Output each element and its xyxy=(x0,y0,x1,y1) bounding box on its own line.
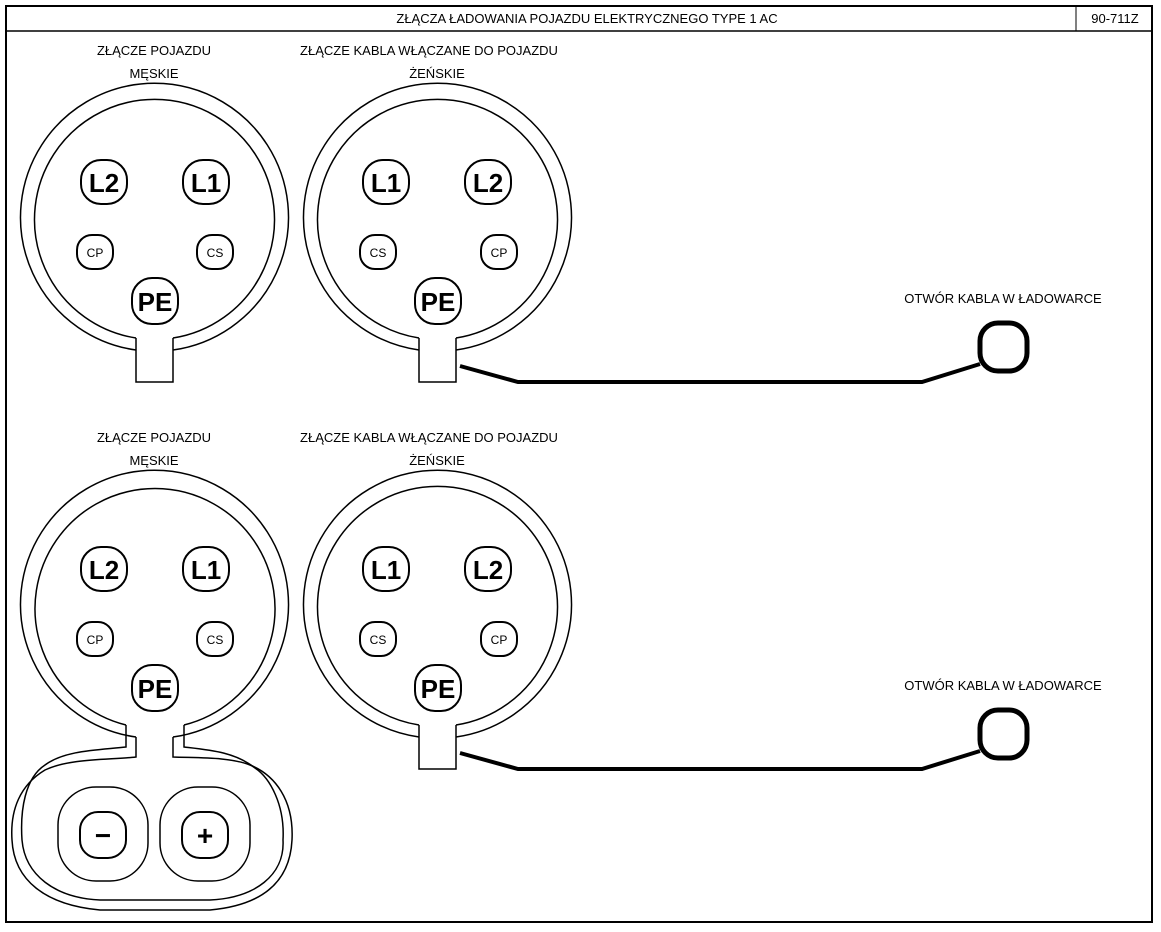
pin-pe xyxy=(414,277,462,325)
pin-l2-label: L2 xyxy=(89,168,119,198)
charging-cable xyxy=(459,749,981,771)
diagram-title: ZŁĄCZA ŁADOWANIA POJAZDU ELEKTRYCZNEGO T… xyxy=(396,11,777,26)
dc-pins: − + xyxy=(57,786,251,882)
pin-cs xyxy=(196,234,234,270)
cable-connector-latch xyxy=(418,725,457,770)
cable-pins: L1 L2 CS CP PE xyxy=(359,546,518,712)
pin-l1-label: L1 xyxy=(371,555,401,585)
pin-cp xyxy=(76,234,114,270)
pin-pe xyxy=(131,664,179,712)
pin-cs xyxy=(196,621,234,657)
pin-pe-label: PE xyxy=(421,674,456,704)
pin-cs-label: CS xyxy=(370,633,387,647)
pin-l1-label: L1 xyxy=(191,168,221,198)
cable-connector-inner-ring xyxy=(316,485,559,726)
pin-l2 xyxy=(464,546,512,592)
cable-connector xyxy=(302,82,573,383)
pin-cs xyxy=(359,621,397,657)
dc-minus-pin xyxy=(79,811,127,859)
pin-cp-label: CP xyxy=(87,633,104,647)
dc-minus-label: − xyxy=(95,820,111,851)
vehicle-connector-outer-ring xyxy=(19,82,290,351)
vehicle-connector xyxy=(19,82,290,383)
pin-pe-label: PE xyxy=(421,287,456,317)
diagram-frame xyxy=(5,5,1153,923)
cable-connector-subtitle: ŻEŃSKIE xyxy=(409,66,465,81)
pin-l1-label: L1 xyxy=(371,168,401,198)
pin-l2-label: L2 xyxy=(89,555,119,585)
section-combo: ZŁĄCZE POJAZDU MĘSKIE ZŁĄCZE KABLA WŁĄCZ… xyxy=(11,430,1102,911)
pin-l1 xyxy=(362,546,410,592)
vehicle-connector-title: ZŁĄCZE POJAZDU xyxy=(97,43,211,58)
pin-l2-label: L2 xyxy=(473,168,503,198)
cable-connector-subtitle: ŻEŃSKIE xyxy=(409,453,465,468)
vehicle-connector-title: ZŁĄCZE POJAZDU xyxy=(97,430,211,445)
combo-neck-inner xyxy=(20,725,284,901)
vehicle-pins: L2 L1 CP CS PE xyxy=(76,546,234,712)
pin-l2 xyxy=(80,546,128,592)
cable-connector-inner-ring xyxy=(316,98,559,339)
vehicle-connector-inner-ring xyxy=(33,98,276,339)
vehicle-connector-outer-ring xyxy=(19,469,290,738)
pin-cp xyxy=(480,234,518,270)
pin-pe xyxy=(414,664,462,712)
pin-pe-label: PE xyxy=(138,674,173,704)
pin-pe xyxy=(131,277,179,325)
charger-outlet-label: OTWÓR KABLA W ŁADOWARCE xyxy=(904,678,1102,693)
pin-l2 xyxy=(80,159,128,205)
dc-plus-socket xyxy=(159,786,251,882)
charger-outlet xyxy=(977,707,1030,761)
cable-pins: L1 L2 CS CP PE xyxy=(359,159,518,325)
pin-l1 xyxy=(182,159,230,205)
pin-l1 xyxy=(182,546,230,592)
pin-pe-label: PE xyxy=(138,287,173,317)
pin-l2-label: L2 xyxy=(473,555,503,585)
cable-connector xyxy=(302,469,573,770)
vehicle-pins: L2 L1 CP CS PE xyxy=(76,159,234,325)
cable-connector-title: ZŁĄCZE KABLA WŁĄCZANE DO POJAZDU xyxy=(300,43,558,58)
cable-connector-outer-ring xyxy=(302,469,573,738)
pin-l1 xyxy=(362,159,410,205)
pin-cp-label: CP xyxy=(491,633,508,647)
pin-cp xyxy=(76,621,114,657)
section-ac: ZŁĄCZE POJAZDU MĘSKIE ZŁĄCZE KABLA WŁĄCZ… xyxy=(19,43,1102,384)
pin-l1-label: L1 xyxy=(191,555,221,585)
cable-connector-latch xyxy=(418,338,457,383)
charger-outlet xyxy=(977,320,1030,374)
pin-cp xyxy=(480,621,518,657)
charger-outlet-label: OTWÓR KABLA W ŁADOWARCE xyxy=(904,291,1102,306)
pin-cp-label: CP xyxy=(491,246,508,260)
dc-plus-label: + xyxy=(197,820,213,851)
pin-cs xyxy=(359,234,397,270)
dc-plus-pin xyxy=(181,811,229,859)
vehicle-combo-connector xyxy=(11,469,293,911)
charging-cable xyxy=(459,362,981,384)
vehicle-connector-latch xyxy=(135,338,174,383)
diagram-code: 90-711Z xyxy=(1091,11,1139,26)
vehicle-connector-subtitle: MĘSKIE xyxy=(129,66,178,81)
cable-connector-title: ZŁĄCZE KABLA WŁĄCZANE DO POJAZDU xyxy=(300,430,558,445)
vehicle-connector-inner-ring xyxy=(34,487,276,726)
cable-connector-outer-ring xyxy=(302,82,573,351)
vehicle-connector-subtitle: MĘSKIE xyxy=(129,453,178,468)
pin-l2 xyxy=(464,159,512,205)
pin-cs-label: CS xyxy=(370,246,387,260)
pin-cp-label: CP xyxy=(87,246,104,260)
pin-cs-label: CS xyxy=(207,633,224,647)
dc-minus-socket xyxy=(57,786,149,882)
pin-cs-label: CS xyxy=(207,246,224,260)
